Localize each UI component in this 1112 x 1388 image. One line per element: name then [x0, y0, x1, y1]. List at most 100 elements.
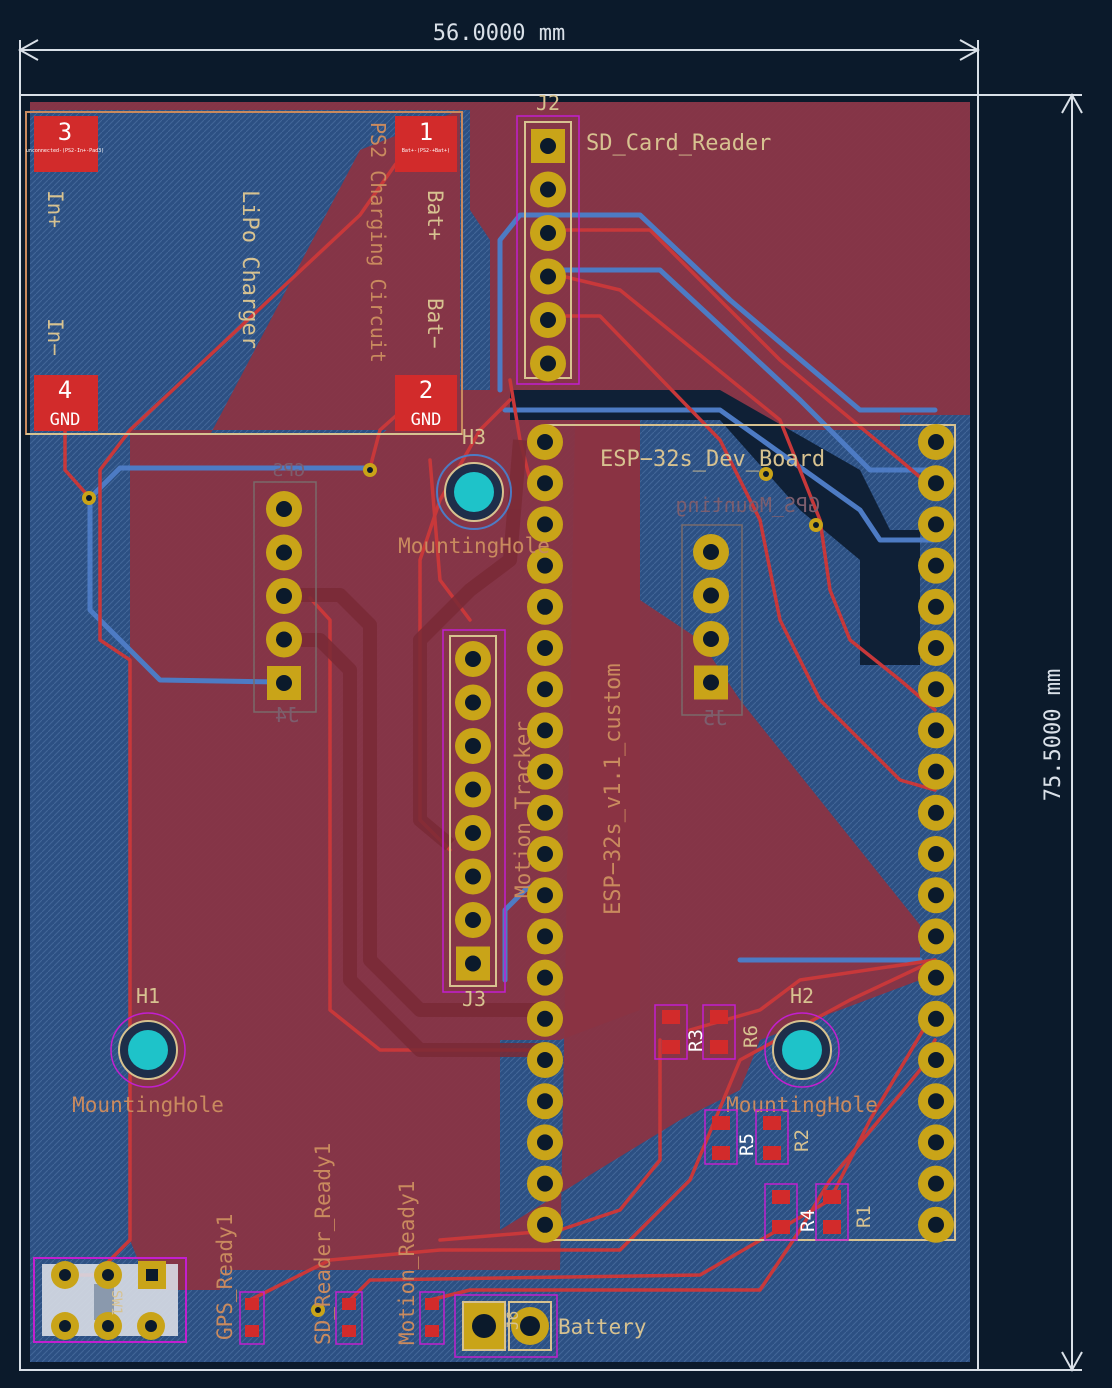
- j2-pin[interactable]: [530, 215, 566, 251]
- resistor-r4[interactable]: [764, 1183, 798, 1241]
- charger-title: LiPo Charger: [237, 190, 262, 349]
- j5-pin[interactable]: [694, 665, 728, 700]
- svg-text:GND: GND: [411, 410, 442, 430]
- esp-right-pin[interactable]: [918, 671, 954, 708]
- led-sd-ready[interactable]: [335, 1291, 363, 1345]
- j3-outline: [442, 629, 506, 993]
- j3-pin[interactable]: [455, 641, 491, 677]
- esp-left-pin[interactable]: [527, 712, 563, 749]
- sd-ready-label: SD_Reader_Ready1: [311, 1143, 335, 1345]
- j3-pin[interactable]: [455, 858, 491, 895]
- mounting-hole-h1[interactable]: [110, 1012, 186, 1088]
- esp-right-pin[interactable]: [918, 1083, 954, 1120]
- j3-pin[interactable]: [455, 902, 491, 938]
- j3-pin[interactable]: [455, 771, 491, 808]
- charger-in-minus: In−: [43, 318, 67, 356]
- esp-right-pin[interactable]: [918, 712, 954, 749]
- esp-right-pin[interactable]: [918, 753, 954, 790]
- esp-right-pin[interactable]: [918, 959, 954, 996]
- j4-pin[interactable]: [266, 621, 302, 658]
- charger-bat-plus: Bat+: [423, 190, 447, 241]
- esp-right-pin[interactable]: [918, 547, 954, 584]
- j3-pin[interactable]: [456, 946, 490, 981]
- esp-left-pin[interactable]: [527, 547, 563, 584]
- mounting-hole-h3[interactable]: [436, 454, 512, 530]
- esp-right-pin[interactable]: [918, 424, 954, 460]
- switch-sw1[interactable]: [33, 1257, 187, 1343]
- esp-right-pin[interactable]: [918, 1000, 954, 1037]
- j2-pin[interactable]: [530, 345, 566, 382]
- gps-mounting-label: GPS_Mounting: [676, 493, 821, 517]
- esp-right-pin[interactable]: [918, 918, 954, 955]
- mounting-hole-h2[interactable]: [764, 1012, 840, 1088]
- j4-pin[interactable]: [266, 578, 302, 614]
- esp-left-pin[interactable]: [527, 1206, 563, 1243]
- j2-pin[interactable]: [530, 258, 566, 295]
- charger-pad-4[interactable]: 4 GND: [34, 375, 98, 431]
- j5-pin[interactable]: [693, 534, 729, 570]
- esp-right-pin[interactable]: [918, 588, 954, 625]
- esp-right-pin[interactable]: [918, 1165, 954, 1202]
- esp-left-pin[interactable]: [527, 1042, 563, 1078]
- resistor-r6[interactable]: [702, 1004, 736, 1060]
- h2-ref: H2: [790, 984, 814, 1008]
- esp-right-pin[interactable]: [918, 1124, 954, 1161]
- j3-silk: [449, 635, 497, 987]
- led-motion-ready[interactable]: [419, 1291, 445, 1345]
- esp-left-pin[interactable]: [527, 794, 563, 831]
- svg-text:GND: GND: [50, 410, 81, 430]
- esp-left-pin[interactable]: [527, 1000, 563, 1037]
- j5-pin[interactable]: [693, 577, 729, 614]
- esp-left-pin[interactable]: [527, 506, 563, 543]
- esp-right-pin[interactable]: [918, 877, 954, 914]
- esp-left-pin[interactable]: [527, 1083, 563, 1120]
- esp-left-pin[interactable]: [527, 959, 563, 996]
- j3-pin[interactable]: [455, 728, 491, 764]
- charger-pad-3[interactable]: 3 unconnected-(PS2-In+-Pad3): [26, 116, 104, 172]
- esp-left-pin[interactable]: [527, 877, 563, 914]
- esp-left-pin[interactable]: [527, 1165, 563, 1202]
- j2-pin[interactable]: [530, 302, 566, 338]
- esp-left-pin[interactable]: [527, 424, 563, 460]
- esp-left-pin[interactable]: [527, 836, 563, 872]
- esp-left-pin[interactable]: [527, 630, 563, 666]
- esp-right-pin[interactable]: [918, 630, 954, 666]
- j4-outline: [253, 481, 317, 713]
- svg-text:2: 2: [419, 376, 433, 404]
- esp-right-pin[interactable]: [918, 506, 954, 543]
- charger-in-plus: In+: [43, 190, 67, 228]
- resistor-r2[interactable]: [755, 1109, 789, 1165]
- esp-left-pin[interactable]: [527, 588, 563, 625]
- esp-left-pin[interactable]: [527, 671, 563, 708]
- j4-pin[interactable]: [267, 666, 301, 700]
- j4-pin[interactable]: [266, 534, 302, 571]
- esp-right-pin[interactable]: [918, 1206, 954, 1243]
- svg-text:1: 1: [419, 118, 433, 146]
- esp-left-pin[interactable]: [527, 918, 563, 955]
- esp-left-pin[interactable]: [527, 465, 563, 502]
- j4-pin[interactable]: [266, 491, 302, 527]
- r3-ref: R3: [685, 1029, 707, 1052]
- charger-pad-1[interactable]: 1 Bat+-(PS2-+Bat+): [395, 116, 457, 172]
- esp-right-pin[interactable]: [918, 836, 954, 872]
- j5-pin[interactable]: [693, 621, 729, 657]
- motion-ready-label: Motion_Ready1: [395, 1181, 419, 1345]
- esp-left-pin[interactable]: [527, 753, 563, 790]
- j3-pin[interactable]: [455, 815, 491, 851]
- resistor-r3[interactable]: [654, 1004, 688, 1060]
- j2-pin[interactable]: [530, 171, 566, 208]
- esp-right-pin[interactable]: [918, 1042, 954, 1078]
- esp-right-pin[interactable]: [918, 794, 954, 831]
- j2-pin[interactable]: [531, 129, 565, 163]
- esp-left-pin[interactable]: [527, 1124, 563, 1161]
- svg-text:4: 4: [58, 376, 72, 404]
- battery-connector[interactable]: [454, 1294, 558, 1358]
- charger-pad-2[interactable]: 2 GND: [395, 375, 457, 431]
- h1-ref: H1: [136, 984, 160, 1008]
- j3-pin[interactable]: [455, 684, 491, 721]
- esp-right-pin[interactable]: [918, 465, 954, 502]
- resistor-r5[interactable]: [704, 1109, 738, 1165]
- led-gps-ready[interactable]: [239, 1291, 265, 1345]
- resistor-r1[interactable]: [815, 1183, 849, 1241]
